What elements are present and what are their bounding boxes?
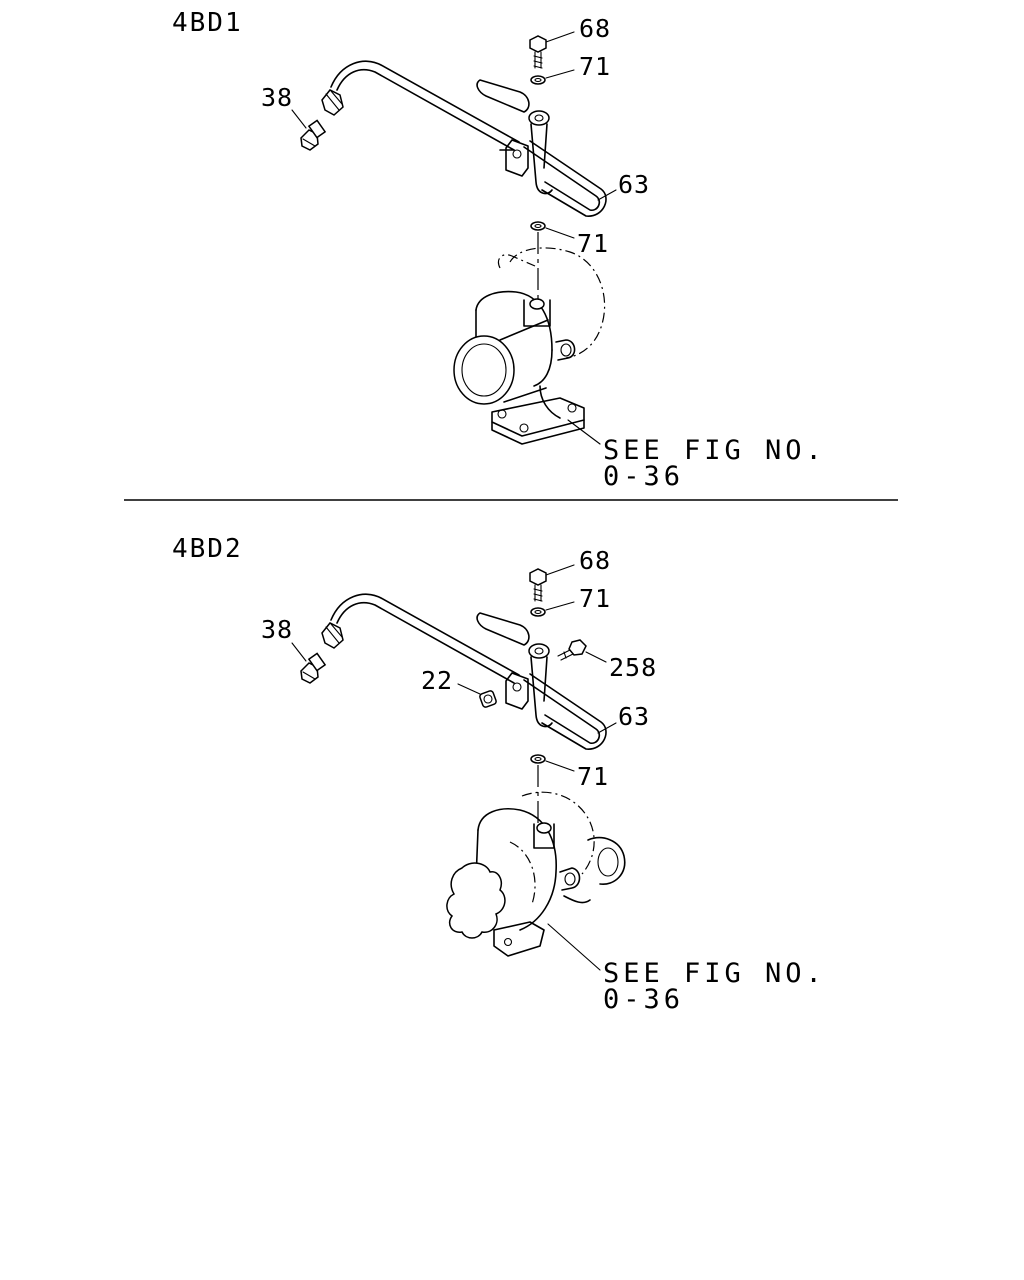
section-4bd2: 4BD2 [172, 534, 826, 1015]
washer-71-upper [530, 607, 546, 617]
turbocharger-4bd1 [453, 247, 606, 445]
section-4bd1: 4BD1 [172, 8, 826, 492]
see-fig-reference: SEE FIG NO. [603, 435, 826, 466]
eye-joint [476, 612, 553, 728]
fitting-38 [300, 119, 327, 151]
oil-feed-pipe [321, 60, 607, 217]
callout-38: 38 [261, 615, 293, 644]
eye-joint [476, 79, 553, 195]
plug-22 [479, 690, 497, 708]
washer-71-upper [530, 75, 546, 85]
fitting-38 [300, 652, 327, 684]
callout-71: 71 [577, 762, 609, 791]
callout-68: 68 [579, 546, 611, 575]
oil-feed-pipe [321, 593, 607, 750]
callout-68: 68 [579, 14, 611, 43]
leader-lines-4bd2 [291, 564, 617, 971]
callout-258: 258 [609, 653, 657, 682]
bolt-68 [529, 568, 547, 602]
callout-71: 71 [579, 584, 611, 613]
washer-71-lower [530, 221, 546, 231]
section-title: 4BD2 [172, 534, 243, 564]
callout-22: 22 [421, 666, 453, 695]
bolt-68 [529, 35, 547, 69]
washer-71-lower [530, 754, 546, 764]
callout-63: 63 [618, 702, 650, 731]
callout-71: 71 [577, 229, 609, 258]
turbocharger-4bd2 [446, 791, 626, 957]
pipe-bracket [505, 672, 529, 710]
see-fig-number: 0-36 [603, 461, 684, 492]
bolt-258 [557, 639, 587, 661]
section-title: 4BD1 [172, 8, 243, 38]
callout-63: 63 [618, 170, 650, 199]
leader-lines-4bd1 [291, 31, 617, 445]
see-fig-reference: SEE FIG NO. [603, 958, 826, 989]
see-fig-number: 0-36 [603, 984, 684, 1015]
callout-38: 38 [261, 83, 293, 112]
callout-71: 71 [579, 52, 611, 81]
pipe-bracket [505, 139, 529, 177]
